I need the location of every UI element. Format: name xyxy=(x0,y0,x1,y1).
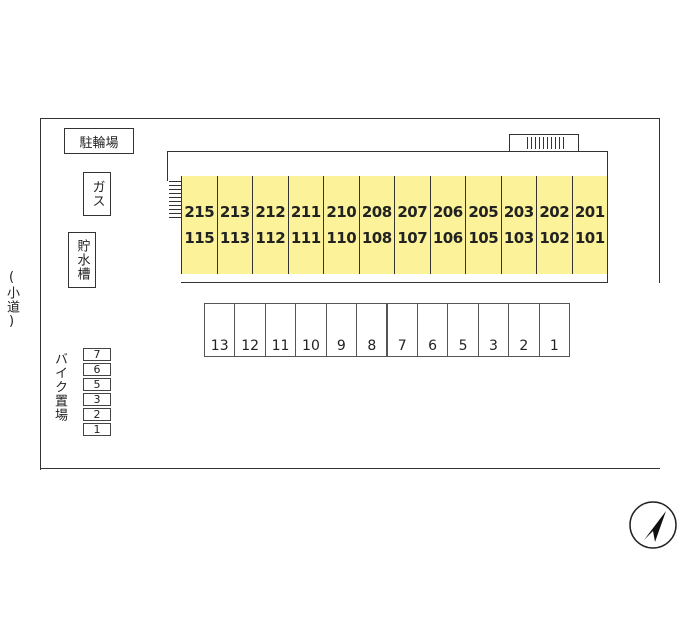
bike-slot-2: 2 xyxy=(83,408,111,421)
site-boundary-right xyxy=(659,118,660,283)
unit-lower-number: 113 xyxy=(219,229,250,247)
gas-meter: ガス xyxy=(83,172,111,216)
building-right-line xyxy=(607,151,608,283)
bike-slot-1: 1 xyxy=(83,423,111,436)
bike-slot-3: 3 xyxy=(83,393,111,406)
building-top-line xyxy=(167,151,607,152)
compass xyxy=(628,500,678,550)
parking-slot-5: 5 xyxy=(447,303,479,357)
unit-upper-number: 206 xyxy=(432,203,463,221)
stair-steps-left xyxy=(169,180,181,218)
parking-slot-6: 6 xyxy=(416,303,449,357)
parking-slot-9: 9 xyxy=(325,303,358,357)
unit-lower-number: 103 xyxy=(503,229,534,247)
unit-lower-number: 105 xyxy=(468,229,499,247)
unit-upper-number: 208 xyxy=(361,203,392,221)
unit-lower-number: 110 xyxy=(326,229,357,247)
unit-lower-number: 106 xyxy=(432,229,463,247)
corridor-bottom-line xyxy=(181,282,607,283)
parking-slot-1: 1 xyxy=(538,303,570,357)
unit-lower-number: 115 xyxy=(184,229,215,247)
unit-lower-number: 112 xyxy=(255,229,286,247)
unit-upper-number: 210 xyxy=(326,203,357,221)
unit-lower-number: 111 xyxy=(290,229,321,247)
unit-lower-number: 108 xyxy=(361,229,392,247)
bike-slot-5: 5 xyxy=(83,378,111,391)
parking-slot-8: 8 xyxy=(356,303,388,357)
bike-parking-label: バイク置場 xyxy=(52,352,67,422)
bike-slot-6: 6 xyxy=(83,363,111,376)
parking-slot-12: 12 xyxy=(234,303,266,357)
water-tank: 貯水槽 xyxy=(68,232,96,288)
parking-slot-7: 7 xyxy=(386,303,418,357)
site-boundary-left xyxy=(40,118,41,470)
staircase-top xyxy=(509,134,579,152)
road-label: (小道) xyxy=(4,270,19,330)
unit-upper-number: 202 xyxy=(539,203,570,221)
unit-upper-number: 203 xyxy=(503,203,534,221)
unit-upper-number: 207 xyxy=(397,203,428,221)
unit-lower-number: 107 xyxy=(397,229,428,247)
unit-upper-number: 211 xyxy=(290,203,321,221)
parking-slot-10: 10 xyxy=(295,303,327,357)
bicycle-parking: 駐輪場 xyxy=(64,128,134,154)
bike-slot-7: 7 xyxy=(83,348,111,361)
unit-upper-number: 213 xyxy=(219,203,250,221)
parking-slot-13: 13 xyxy=(204,303,236,357)
parking-slot-3: 3 xyxy=(477,303,510,357)
unit-lower-number: 101 xyxy=(574,229,605,247)
unit-upper-number: 215 xyxy=(184,203,215,221)
parking-slot-11: 11 xyxy=(264,303,297,357)
site-boundary-bottom xyxy=(40,468,660,469)
parking-slot-2: 2 xyxy=(508,303,540,357)
unit-lower-number: 102 xyxy=(539,229,570,247)
unit-upper-number: 205 xyxy=(468,203,499,221)
stair-steps-top xyxy=(527,137,567,149)
unit-upper-number: 201 xyxy=(574,203,605,221)
site-boundary-top xyxy=(40,118,660,119)
building-left-line xyxy=(167,151,168,181)
north-arrow-icon xyxy=(629,501,677,549)
unit-upper-number: 212 xyxy=(255,203,286,221)
